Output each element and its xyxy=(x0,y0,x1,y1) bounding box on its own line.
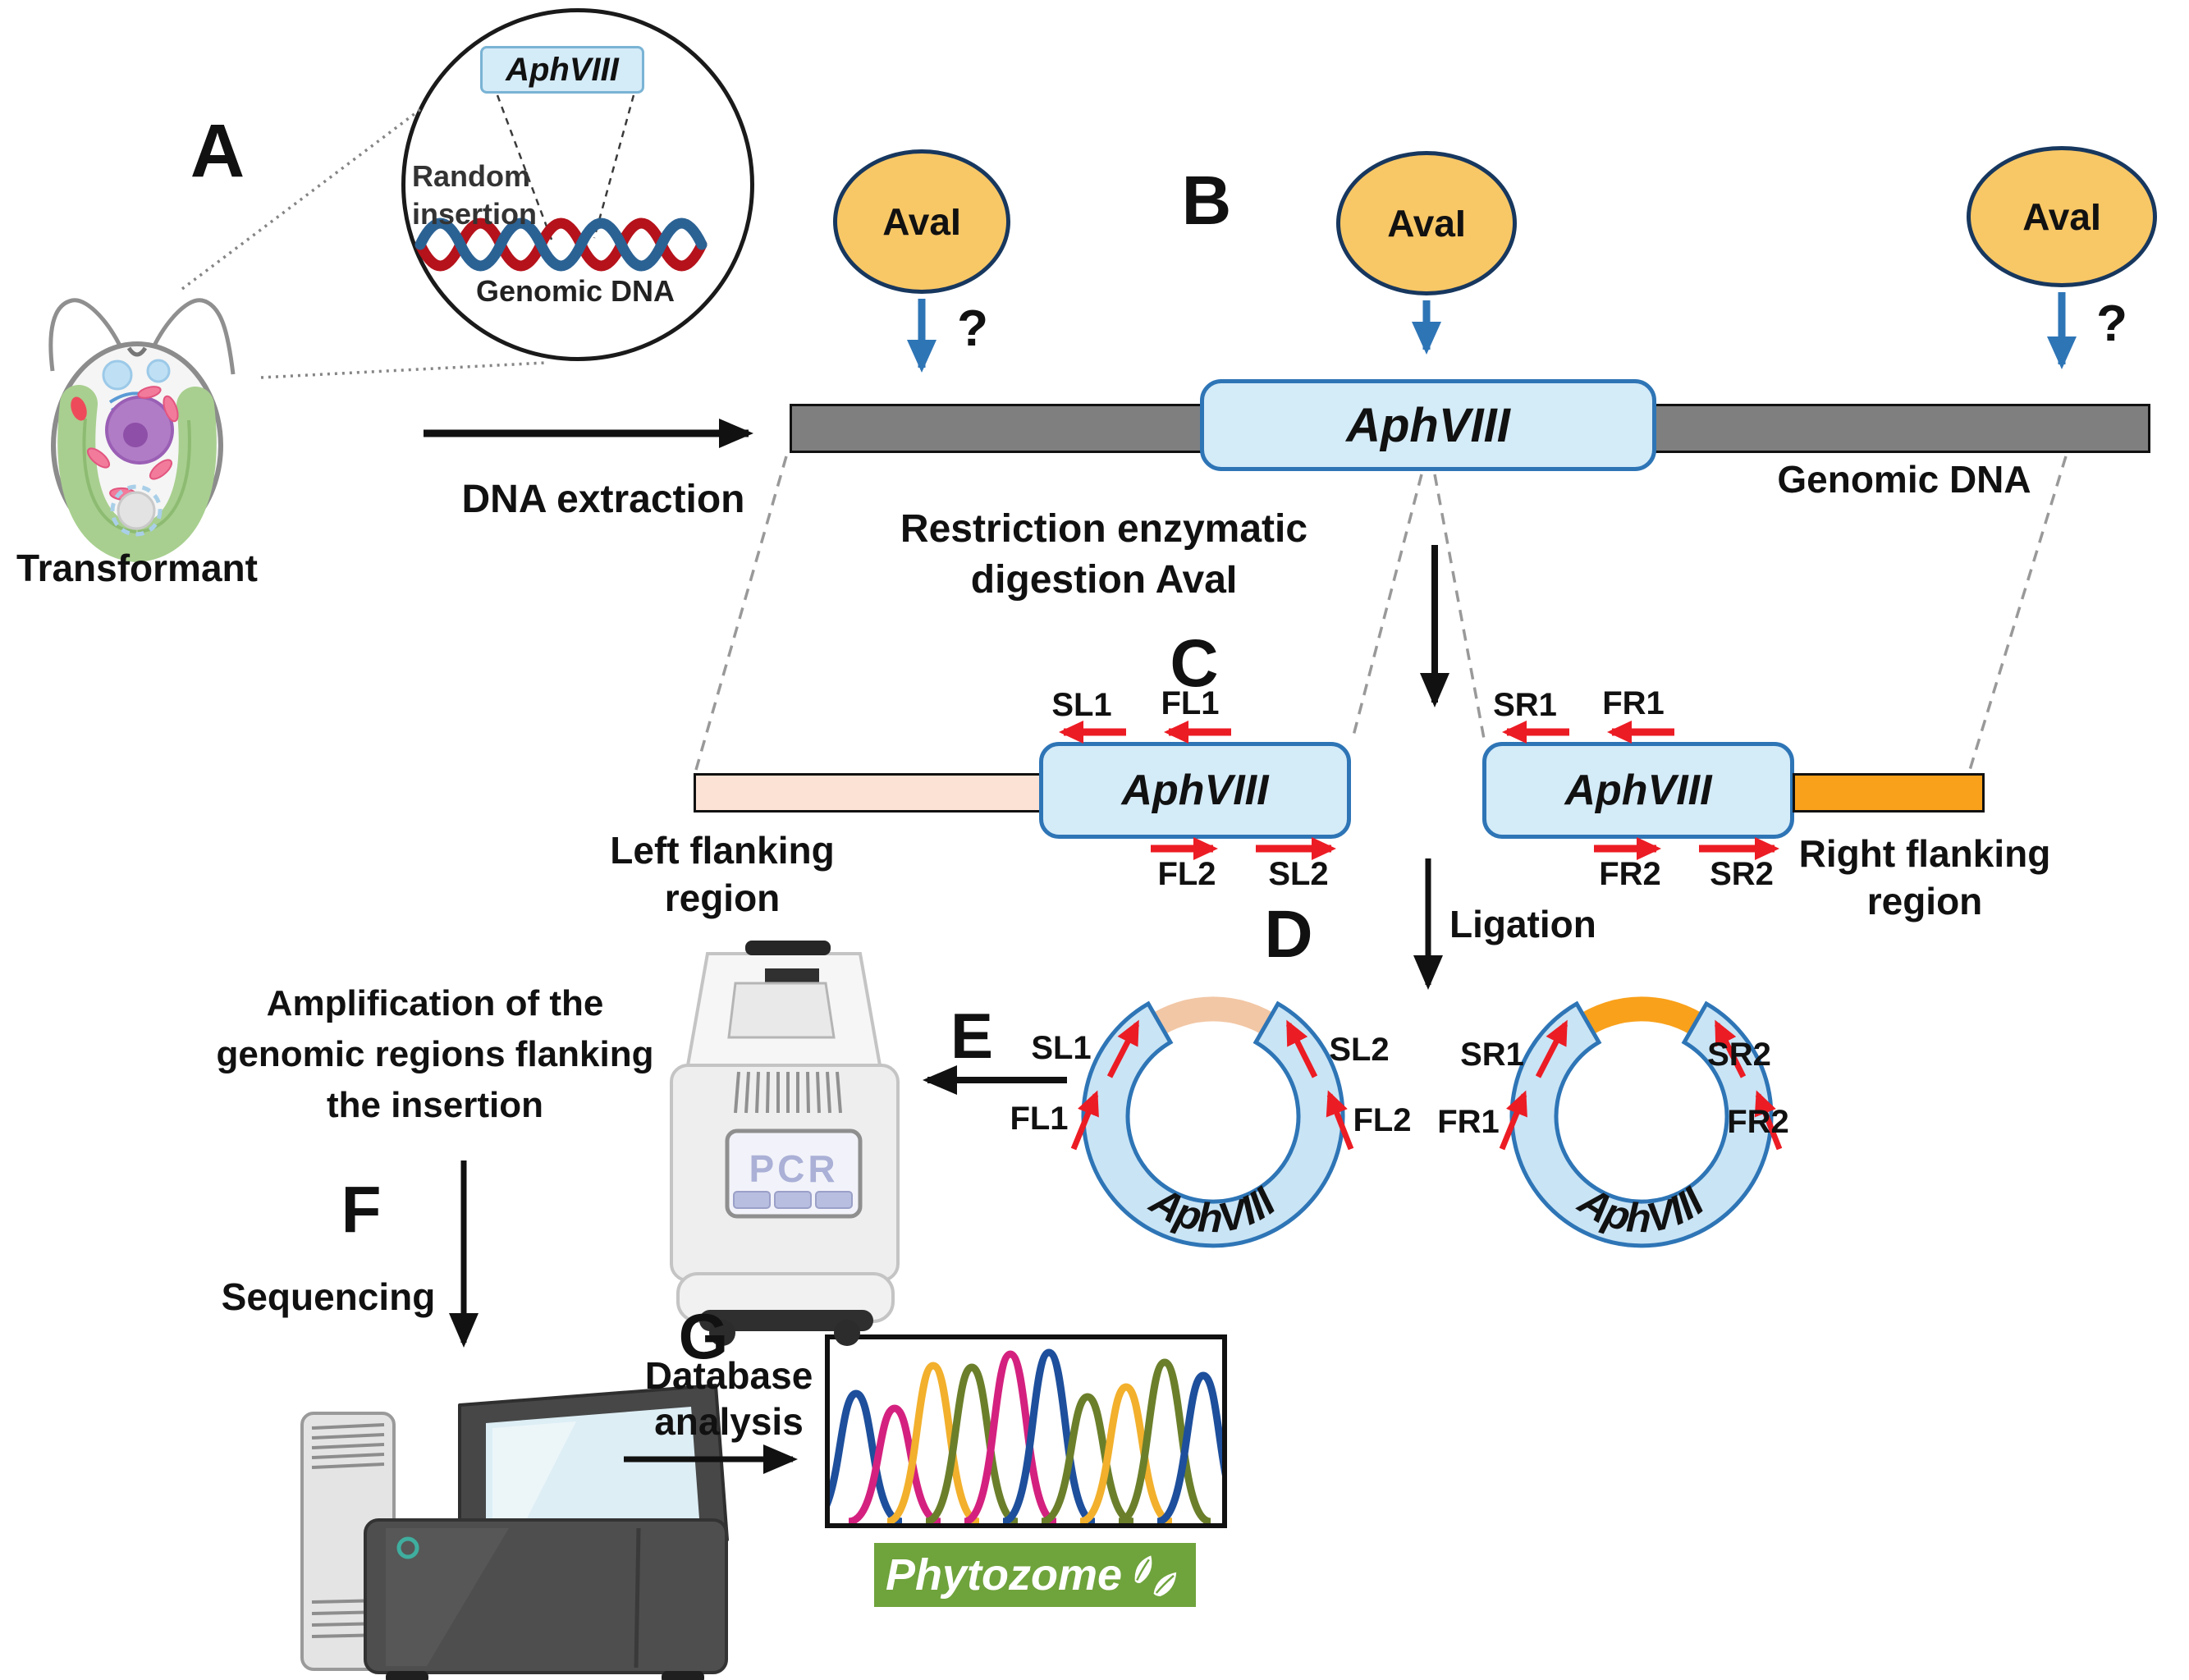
primer-label-fl2: FL2 xyxy=(1157,856,1216,892)
left-flanking-label-line2: region xyxy=(664,877,781,919)
pyrenoid xyxy=(117,491,156,530)
svg-text:AphVIII: AphVIII xyxy=(1570,1177,1713,1242)
sequencing-label: Sequencing xyxy=(221,1275,436,1318)
left-plasmid-flank-arc xyxy=(1144,996,1282,1039)
panel-label-c: C xyxy=(1170,626,1219,701)
right-flanking-label-line2: region xyxy=(1866,880,1983,922)
chloroplast-streak-1 xyxy=(82,418,137,533)
right-plasmid-flank-arc xyxy=(1573,996,1710,1039)
fragment-projection-dashes xyxy=(694,455,2068,771)
plasmid-primer-label-sl2: SL2 xyxy=(1329,1032,1390,1068)
right-fragment-gene-label: AphVIII xyxy=(1564,767,1712,814)
aval-enzyme-right-label: AvaI xyxy=(2022,195,2101,238)
left-fragment-gene-box: AphVIII xyxy=(1039,742,1351,839)
pcr-display-text: PCR xyxy=(749,1147,838,1190)
panel-label-a: A xyxy=(190,109,245,193)
flagellum-right xyxy=(149,298,236,375)
plasmid-primer-label-sr1: SR1 xyxy=(1460,1037,1524,1073)
plasmid-primer-arrows xyxy=(1070,1019,1783,1151)
pcr-machine-icon: PCR xyxy=(670,941,900,1346)
dna-extraction-label: DNA extraction xyxy=(461,478,745,521)
plasmid-primer-label-sr2: SR2 xyxy=(1707,1037,1771,1073)
plasmid-primer-label-sl1: SL1 xyxy=(1031,1030,1092,1066)
question-mark-left: ? xyxy=(957,300,988,357)
amplification-label-line1: Amplification of the xyxy=(266,983,604,1023)
cell-apex-notch xyxy=(126,346,148,357)
left-plasmid-circle: AphVIII xyxy=(1081,996,1345,1248)
aval-enzyme-middle-label: AvaI xyxy=(1387,202,1466,245)
aval-cut-arrows xyxy=(907,292,2077,373)
restriction-label-line2: digestion AvaI xyxy=(970,558,1238,602)
primer-label-fl1: FL1 xyxy=(1161,685,1220,721)
chloroplast-streak-2 xyxy=(137,419,191,533)
database-label-line2: analysis xyxy=(654,1400,804,1443)
restriction-label-line1: Restriction enzymatic xyxy=(900,507,1308,551)
aval-enzyme-middle: AvaI xyxy=(1336,151,1517,295)
inset-random-line1: Random xyxy=(412,159,530,193)
primer-label-fr1: FR1 xyxy=(1602,685,1665,721)
plasmid-primer-label-fr1: FR1 xyxy=(1437,1104,1500,1140)
transformant-cell-icon xyxy=(48,298,236,563)
svg-text:AphVIII: AphVIII xyxy=(1142,1177,1285,1242)
vesicle-2 xyxy=(146,359,171,383)
left-fragment-gene-label: AphVIII xyxy=(1121,767,1269,814)
inset-gene-label: AphVIII xyxy=(506,51,619,88)
left-plasmid-gene-ring xyxy=(1081,1000,1345,1248)
inset-random-line2: insertion xyxy=(412,197,538,231)
panel-label-g: G xyxy=(678,1300,729,1372)
right-plasmid-gene-label: AphVIII xyxy=(1570,1177,1713,1242)
primer-label-sl2: SL2 xyxy=(1268,856,1329,892)
panel-label-e: E xyxy=(950,1000,994,1072)
pcr-buttons xyxy=(733,1191,853,1209)
inset-gene-box: AphVIII xyxy=(480,46,644,94)
panel-label-f: F xyxy=(341,1173,382,1246)
left-flanking-label-line1: Left flanking xyxy=(610,829,835,872)
primer-label-sr1: SR1 xyxy=(1493,687,1557,723)
aval-enzyme-left: AvaI xyxy=(833,149,1010,294)
primer-label-fr2: FR2 xyxy=(1599,856,1661,892)
ligation-label: Ligation xyxy=(1449,903,1596,945)
pyrenoid-ring xyxy=(110,484,163,537)
nucleus xyxy=(105,396,174,465)
inset-genomic-dna-label: Genomic DNA xyxy=(476,274,675,308)
eyespot xyxy=(71,396,87,421)
left-flanking-bar xyxy=(694,773,1042,813)
nucleolus xyxy=(123,423,148,447)
flagellum-left xyxy=(48,298,126,372)
pcr-display xyxy=(725,1128,863,1219)
plasmid-primer-label-fl1: FL1 xyxy=(1010,1101,1069,1137)
gene-cassette-box: AphVIII xyxy=(1200,379,1656,471)
amplification-label-line3: the insertion xyxy=(326,1085,544,1125)
left-plasmid-gene-label: AphVIII xyxy=(1142,1177,1285,1242)
right-flanking-bar xyxy=(1793,773,1985,813)
phytozome-banner: Phytozome xyxy=(874,1543,1196,1607)
phytozome-label: Phytozome xyxy=(885,1550,1123,1600)
right-flanking-label-line1: Right flanking xyxy=(1798,832,2051,875)
amplification-label-line2: genomic regions flanking xyxy=(216,1034,654,1074)
chromatogram-frame xyxy=(825,1334,1227,1528)
panel-label-d: D xyxy=(1264,897,1313,972)
database-label-line1: Database xyxy=(644,1354,813,1397)
question-mark-right: ? xyxy=(2096,295,2127,352)
aval-enzyme-left-label: AvaI xyxy=(882,200,961,243)
right-fragment-gene-box: AphVIII xyxy=(1482,742,1794,839)
golgi-icon xyxy=(108,391,149,420)
plasmid-primer-label-fr2: FR2 xyxy=(1727,1104,1789,1140)
transformant-label: Transformant xyxy=(16,547,258,589)
cell-body xyxy=(51,341,223,550)
primer-label-sr2: SR2 xyxy=(1710,856,1774,892)
genomic-dna-label: Genomic DNA xyxy=(1777,458,2031,501)
panel-label-b: B xyxy=(1181,162,1232,239)
vesicle-1 xyxy=(102,359,133,391)
mitochondria xyxy=(86,386,179,501)
plasmid-primer-label-fl2: FL2 xyxy=(1353,1102,1412,1138)
chloroplast xyxy=(57,385,217,563)
aval-enzyme-right: AvaI xyxy=(1967,146,2157,287)
primer-label-sl1: SL1 xyxy=(1051,687,1112,723)
phytozome-leaf-icon xyxy=(1134,1555,1177,1597)
gene-cassette-label: AphVIII xyxy=(1346,398,1510,452)
